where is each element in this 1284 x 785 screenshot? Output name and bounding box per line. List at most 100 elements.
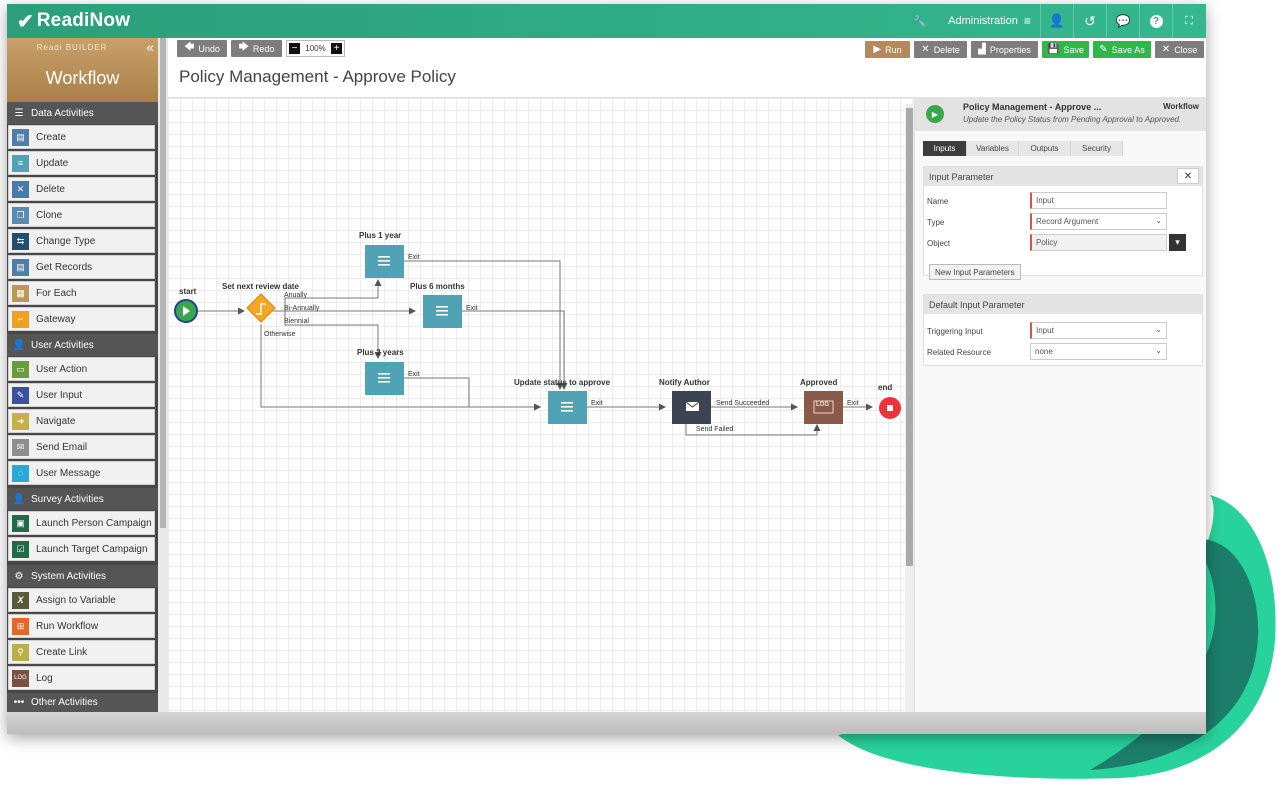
gears-icon: ⚙: [14, 570, 24, 582]
tab-security[interactable]: Security: [1071, 141, 1123, 156]
play-icon: ▶: [873, 44, 882, 55]
activity-clone[interactable]: ❐Clone: [8, 203, 155, 227]
sidebar-scrollbar[interactable]: [158, 38, 168, 712]
activity-gateway[interactable]: ⌐Gateway: [8, 307, 155, 331]
save-button[interactable]: 💾Save: [1042, 41, 1089, 58]
new-input-parameters-button[interactable]: New Input Parameters: [929, 264, 1021, 280]
run-label: Run: [885, 44, 902, 55]
gateway-icon: [256, 303, 266, 315]
tab-inputs[interactable]: Inputs: [923, 141, 967, 156]
administration-menu[interactable]: Administration ≡: [942, 4, 1037, 38]
activity-run-workflow[interactable]: ⊞ Run Workflow: [8, 614, 155, 638]
activity-user-action[interactable]: ▭User Action: [8, 357, 155, 381]
workflow-icon: ⊞: [12, 617, 29, 635]
activity-create[interactable]: ▤Create: [8, 125, 155, 149]
brand-logo[interactable]: ✔ ReadiNow: [17, 10, 130, 33]
related-resource-select[interactable]: none⌄: [1030, 343, 1167, 360]
activity-label: Run Workflow: [36, 620, 99, 632]
collapse-chevrons-icon[interactable]: «: [146, 39, 154, 55]
zoom-level: 100%: [305, 44, 326, 53]
activity-delete[interactable]: ✕Delete: [8, 177, 155, 201]
end-label: end: [878, 383, 893, 392]
divider: [1073, 4, 1074, 38]
save-as-button[interactable]: ✎Save As: [1093, 41, 1151, 58]
chat-icon[interactable]: 💬: [1115, 14, 1131, 28]
play-icon[interactable]: ▶: [926, 105, 944, 123]
zoom-in-icon[interactable]: +: [331, 43, 342, 54]
activity-label: Gateway: [36, 313, 76, 325]
zoom-out-icon[interactable]: −: [289, 43, 300, 54]
tab-variables[interactable]: Variables: [967, 141, 1019, 156]
workflow-description: Update the Policy Status from Pending Ap…: [963, 115, 1182, 124]
approved-log-node[interactable]: [804, 391, 843, 424]
type-select[interactable]: Record Argument⌄: [1030, 213, 1167, 230]
user-icon[interactable]: 👤: [1048, 13, 1066, 28]
workflow-name: Policy Management - Approve ...: [963, 102, 1102, 112]
log-icon: LOG: [12, 669, 29, 687]
help-icon[interactable]: ?: [1140, 4, 1172, 38]
close-icon: ✕: [1161, 44, 1171, 55]
activity-label: For Each: [36, 287, 77, 299]
stop-icon: [887, 405, 893, 411]
fullscreen-icon[interactable]: ⛶: [1185, 14, 1193, 27]
canvas-scrollbar[interactable]: [905, 104, 914, 712]
app-window: ✔ ReadiNow 🔧 Administration ≡ 👤 ↺ 💬 ? ⛶ …: [7, 4, 1206, 734]
activity-launch-person-campaign[interactable]: ▣Launch Person Campaign: [8, 511, 155, 535]
notify-author-label: Notify Author: [659, 378, 710, 387]
activity-get-records[interactable]: ▤Get Records: [8, 255, 155, 279]
activity-user-input[interactable]: ✎User Input: [8, 383, 155, 407]
chevron-down-icon: ⌄: [1155, 216, 1162, 225]
message-icon: ◌: [12, 464, 29, 482]
properties-button[interactable]: ▟Properties: [971, 41, 1038, 58]
activity-label: Launch Person Campaign: [36, 517, 152, 529]
check-mark-icon: ✔: [17, 10, 34, 33]
object-input[interactable]: Policy: [1030, 234, 1167, 251]
activity-label: Navigate: [36, 415, 76, 427]
activity-send-email[interactable]: ✉Send Email: [8, 435, 155, 459]
properties-panel: ▶ Policy Management - Approve ... Workfl…: [914, 97, 1206, 712]
activity-launch-target-campaign[interactable]: ☑Launch Target Campaign: [8, 537, 155, 561]
top-bar: ✔ ReadiNow 🔧 Administration ≡ 👤 ↺ 💬 ? ⛶: [7, 4, 1206, 38]
close-icon[interactable]: ✕: [1177, 168, 1199, 184]
redo-button[interactable]: 🡆Redo: [231, 40, 282, 57]
create-icon: ▤: [12, 128, 29, 146]
wrench-icon[interactable]: 🔧: [913, 15, 927, 28]
activity-user-message[interactable]: ◌User Message: [8, 461, 155, 485]
user-icon: 👤: [12, 493, 26, 505]
close-button[interactable]: ✕Close: [1155, 41, 1204, 58]
history-icon[interactable]: ↺: [1084, 12, 1096, 29]
undo-button[interactable]: 🡄Undo: [177, 40, 227, 57]
name-input[interactable]: Input: [1030, 192, 1167, 209]
builder-label: Readi BUILDER: [36, 43, 108, 52]
triggering-input-label: Triggering Input: [927, 327, 983, 336]
activity-for-each[interactable]: ▦For Each: [8, 281, 155, 305]
activity-label: User Input: [36, 389, 83, 401]
object-picker-icon[interactable]: ▾: [1169, 234, 1186, 251]
triggering-input-select[interactable]: Input⌄: [1030, 322, 1167, 339]
save-as-label: Save As: [1111, 44, 1145, 55]
activity-label: Launch Target Campaign: [36, 543, 148, 555]
category-system-activities[interactable]: ⚙System Activities: [7, 565, 158, 587]
category-user-activities[interactable]: 👤User Activities: [7, 334, 158, 356]
tab-outputs[interactable]: Outputs: [1019, 141, 1071, 156]
plus-6-months-label: Plus 6 months: [410, 282, 465, 291]
log-text: LOG: [816, 402, 829, 408]
workflow-canvas[interactable]: LOG start Set next review date Plus 1 ye…: [168, 97, 914, 712]
activity-update[interactable]: ≡Update: [8, 151, 155, 175]
activity-change-type[interactable]: ⇆Change Type: [8, 229, 155, 253]
category-data-activities[interactable]: ☰Data Activities: [7, 102, 158, 124]
scrollbar-thumb[interactable]: [906, 108, 913, 566]
activity-create-link[interactable]: ⚲Create Link: [8, 640, 155, 664]
log-icon: [813, 400, 834, 414]
activity-navigate[interactable]: ➜Navigate: [8, 409, 155, 433]
sidebar-title: Workflow: [45, 68, 120, 88]
delete-button[interactable]: ✕Delete: [914, 41, 967, 58]
scrollbar-thumb[interactable]: [160, 38, 166, 528]
run-button[interactable]: ▶Run: [865, 41, 910, 58]
update-status-label: Update status to approve: [514, 378, 611, 387]
category-other-activities[interactable]: •••Other Activities: [7, 693, 158, 712]
table-icon: ☰: [14, 107, 24, 119]
category-survey-activities[interactable]: 👤Survey Activities: [7, 488, 158, 510]
